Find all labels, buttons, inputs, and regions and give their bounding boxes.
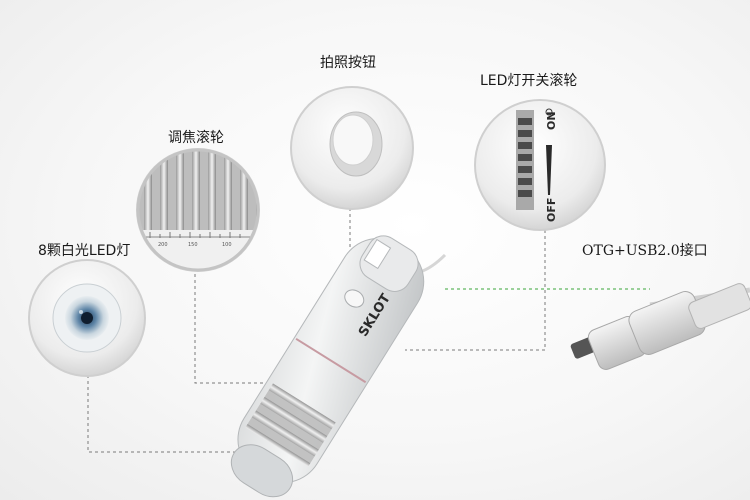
focus-wheel-zoom [136,148,260,272]
led-on-marking: ON [545,111,558,130]
cable [419,253,447,274]
leader-focus-wheel [194,268,285,384]
led-wheel-label: LED灯开关滚轮 [480,73,578,89]
microscope-body: SKLOT [230,235,425,498]
focus-wheel-label: 调焦滚轮 [168,130,224,146]
focus-scale-100: 100 [222,242,232,248]
leader-led-lights [87,375,235,453]
usb-connector [570,283,750,370]
led-off-marking: OFF [545,198,558,222]
capture-button-label: 拍照按钮 [320,55,376,71]
focus-scale-200: 200 [158,242,168,248]
led-lights-label: 8颗白光LED灯 [38,243,131,259]
focus-scale-150: 150 [188,242,198,248]
leader-led-wheel [405,230,546,351]
capture-button-zoom [290,86,414,210]
usb-port-label: OTG+USB2.0接口 [582,243,708,259]
led-wheel-zoom: ON OFF [474,99,606,231]
led-lights-zoom [28,259,146,377]
